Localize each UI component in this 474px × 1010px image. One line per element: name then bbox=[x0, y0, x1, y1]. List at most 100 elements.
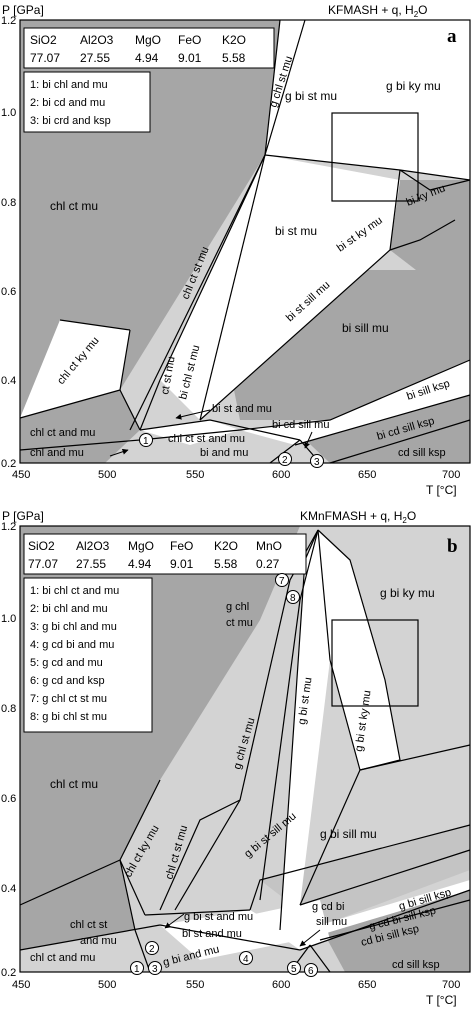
value-feo: 9.01 bbox=[178, 51, 202, 65]
region-g-bi-st-ky-mu-b bbox=[318, 530, 400, 770]
svg-text:4: 4 bbox=[243, 954, 249, 965]
svg-text:7: 7 bbox=[279, 576, 285, 587]
region-cd-sill-ksp-dark bbox=[295, 395, 470, 463]
legend-b-8: 8: g bi chl st mu bbox=[30, 711, 107, 723]
value-sio2: 77.07 bbox=[30, 51, 60, 65]
oxide-mgo: MgO bbox=[135, 33, 161, 47]
region-bi-st-mu bbox=[160, 155, 400, 420]
composition-box-a bbox=[23, 27, 275, 69]
value-b-mgo: 4.94 bbox=[128, 557, 152, 571]
y-tick-b-1.0: 1.0 bbox=[1, 613, 16, 625]
region-cd-bi-sill-ksp-b bbox=[320, 880, 470, 935]
x-tick-b-600: 600 bbox=[272, 979, 290, 991]
svg-text:1: 1 bbox=[143, 436, 149, 447]
composition-table-a: SiO2 Al2O3 MgO FeO K2O 77.07 27.55 4.94 … bbox=[23, 27, 275, 69]
zoom-box-b bbox=[331, 619, 419, 707]
x-tick-b-550: 550 bbox=[186, 979, 204, 991]
x-tick-b-650: 650 bbox=[358, 979, 376, 991]
panel-a-frame bbox=[19, 19, 471, 464]
field-chl-ct-and-mu-b: chl ct and mu bbox=[30, 952, 95, 964]
value-b-mno: 0.27 bbox=[256, 557, 280, 571]
svg-text:3: 3 bbox=[314, 457, 320, 468]
svg-text:6: 6 bbox=[308, 966, 314, 977]
legend-b: 1: bi chl ct and mu 2: bi chl and mu 3: … bbox=[23, 577, 153, 733]
field-and-mu-b: and mu bbox=[80, 935, 117, 947]
field-g-bi-ky-mu-b: g bi ky mu bbox=[380, 586, 435, 600]
circle-a-3: 3 bbox=[310, 454, 324, 468]
circle-b-1: 1 bbox=[130, 961, 144, 975]
system-label-a: KFMASH + q, H2O bbox=[328, 3, 427, 19]
oxide-b-feo: FeO bbox=[170, 539, 193, 553]
field-bi-st-mu-a: bi st mu bbox=[275, 224, 317, 238]
oxide-b-mgo: MgO bbox=[128, 539, 154, 553]
legend-b-2: 2: bi chl and mu bbox=[30, 603, 108, 615]
y-axis-label-a: P [GPa] bbox=[2, 3, 44, 17]
panel-letter-b: b bbox=[447, 536, 458, 557]
reaction-lines-a bbox=[19, 19, 471, 464]
arrow-b-2 bbox=[299, 929, 321, 947]
region-g-bi-st-mu bbox=[265, 20, 470, 180]
circle-b-8: 8 bbox=[286, 590, 300, 604]
legend-a-3: 3: bi crd and ksp bbox=[30, 115, 111, 127]
circle-a-1: 1 bbox=[139, 433, 153, 447]
legend-box-b bbox=[23, 577, 153, 733]
field-g-bi-st-and-mu-b: g bi st and mu bbox=[184, 911, 253, 923]
circle-b-4: 4 bbox=[239, 951, 253, 965]
value-b-al2o3: 27.55 bbox=[76, 557, 106, 571]
x-axis-label-b: T [°C] bbox=[426, 993, 457, 1007]
panel-a: SiO2 Al2O3 MgO FeO K2O 77.07 27.55 4.94 … bbox=[1, 3, 471, 497]
field-g-cd-bi-b: g cd bi bbox=[312, 901, 344, 913]
legend-a: 1: bi chl and mu 2: bi cd and mu 3: bi c… bbox=[23, 71, 151, 133]
value-k2o: 5.58 bbox=[222, 51, 246, 65]
x-tick-a-600: 600 bbox=[272, 469, 290, 481]
svg-text:3: 3 bbox=[152, 964, 158, 975]
field-bi-sill-mu-a: bi sill mu bbox=[342, 321, 389, 335]
zoom-box-a bbox=[331, 112, 419, 202]
oxide-b-mno: MnO bbox=[256, 539, 282, 553]
circle-b-2: 2 bbox=[145, 941, 159, 955]
field-chl-ct-mu-b: chl ct mu bbox=[50, 777, 98, 791]
panel-b-frame bbox=[19, 525, 471, 973]
field-bi-st-and-mu-b: bi st and mu bbox=[182, 928, 242, 940]
field-bi-st-and-mu-a: bi st and mu bbox=[212, 403, 272, 415]
field-sill-mu-b: sill mu bbox=[316, 916, 347, 928]
y-tick-b-0.6: 0.6 bbox=[1, 793, 16, 805]
panel-letter-a: a bbox=[447, 26, 457, 47]
field-g-bi-st-mu-a: g bi st mu bbox=[285, 89, 337, 103]
circle-b-6: 6 bbox=[304, 963, 318, 977]
arrow-a-2 bbox=[304, 431, 313, 449]
field-chl-ct-and-mu-a: chl ct and mu bbox=[30, 427, 95, 439]
legend-b-4: 4: g cd bi and mu bbox=[30, 639, 114, 651]
circle-b-3: 3 bbox=[148, 961, 162, 975]
legend-b-6: 6: g cd and ksp bbox=[30, 675, 105, 687]
y-tick-a-1.0: 1.0 bbox=[1, 107, 16, 119]
field-bi-cd-sill-mu-a: bi cd sill mu bbox=[272, 419, 329, 431]
svg-text:2: 2 bbox=[149, 944, 155, 955]
svg-text:1: 1 bbox=[134, 964, 140, 975]
field-g-bi-ky-mu-a: g bi ky mu bbox=[386, 79, 441, 93]
arrow-b-1 bbox=[164, 913, 185, 929]
x-tick-b-700: 700 bbox=[442, 979, 460, 991]
reaction-lines-b bbox=[19, 529, 471, 973]
field-chl-ct-mu-a: chl ct mu bbox=[50, 199, 98, 213]
composition-box-b bbox=[23, 533, 307, 575]
legend-a-2: 2: bi cd and mu bbox=[30, 97, 105, 109]
legend-b-1: 1: bi chl ct and mu bbox=[30, 585, 119, 597]
region-chl-ct-and-mu-b bbox=[20, 860, 135, 950]
field-bi-and-mu-a: bi and mu bbox=[200, 447, 248, 459]
legend-a-1: 1: bi chl and mu bbox=[30, 79, 108, 91]
region-chl-ct-st-and-mu bbox=[140, 420, 240, 445]
value-al2o3: 27.55 bbox=[80, 51, 110, 65]
legend-box-a bbox=[23, 71, 151, 133]
field-chl-ct-st-b: chl ct st bbox=[70, 919, 107, 931]
field-g-chl-b: g chl bbox=[226, 601, 249, 613]
region-chl-ct-and-mu bbox=[20, 390, 140, 463]
svg-text:2: 2 bbox=[282, 455, 288, 466]
field-chl-and-mu-a: chl and mu bbox=[30, 447, 84, 459]
y-tick-b-0.8: 0.8 bbox=[1, 703, 16, 715]
arrow-a-3 bbox=[109, 448, 129, 457]
x-tick-a-650: 650 bbox=[358, 469, 376, 481]
field-cd-sill-ksp-b: cd sill ksp bbox=[392, 959, 440, 971]
region-chl-ct-and-mu-lower-b bbox=[20, 930, 150, 972]
oxide-b-k2o: K2O bbox=[214, 539, 238, 553]
